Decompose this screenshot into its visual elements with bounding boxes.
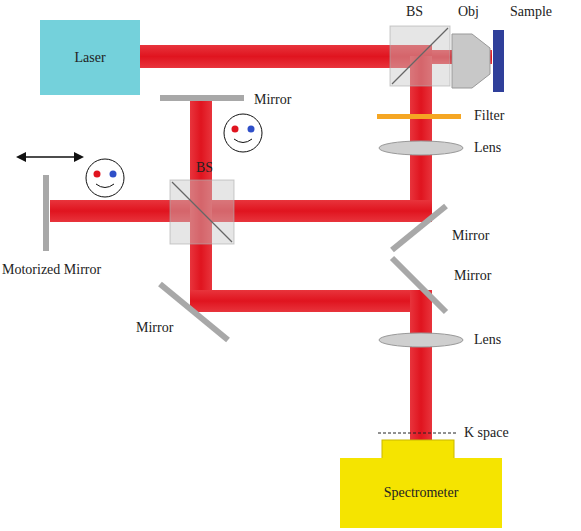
component-label: Mirror xyxy=(454,268,491,283)
lens xyxy=(379,333,463,347)
motion-arrow xyxy=(16,152,84,162)
component-label: Obj xyxy=(458,4,479,19)
lens xyxy=(379,141,463,155)
component-label: K space xyxy=(464,425,509,440)
node-text: Spectrometer xyxy=(384,485,459,501)
spectrometer-box: Spectrometer xyxy=(340,458,502,528)
component-label: Lens xyxy=(474,332,501,347)
spectrometer-entrance xyxy=(382,440,454,460)
component-label: Motorized Mirror xyxy=(2,262,101,277)
mirror xyxy=(160,95,244,101)
component-label: Mirror xyxy=(136,320,173,335)
objective-lens xyxy=(452,34,490,88)
sample-slab xyxy=(493,30,504,92)
photon-pair-icon xyxy=(86,159,124,197)
component-label: Mirror xyxy=(254,92,291,107)
k-space-plane xyxy=(378,433,458,434)
component-label: Lens xyxy=(474,140,501,155)
node-text: Laser xyxy=(74,50,105,66)
interferometer-beam xyxy=(50,200,432,222)
photon-pair-icon xyxy=(224,114,262,152)
combined-beam xyxy=(190,290,432,312)
motorized-mirror xyxy=(43,175,49,251)
component-label: Filter xyxy=(474,108,504,123)
filter-plate xyxy=(377,114,461,119)
component-label: BS xyxy=(196,160,213,175)
component-label: Mirror xyxy=(452,228,489,243)
component-label: BS xyxy=(406,4,423,19)
beam-splitter xyxy=(390,26,450,86)
mirror xyxy=(392,258,446,312)
output-beam xyxy=(410,290,432,442)
laser-beam xyxy=(140,45,432,68)
beam-splitter xyxy=(170,180,234,244)
component-label: Sample xyxy=(510,4,552,19)
laser-box: Laser xyxy=(40,20,140,95)
mirror xyxy=(392,206,446,250)
